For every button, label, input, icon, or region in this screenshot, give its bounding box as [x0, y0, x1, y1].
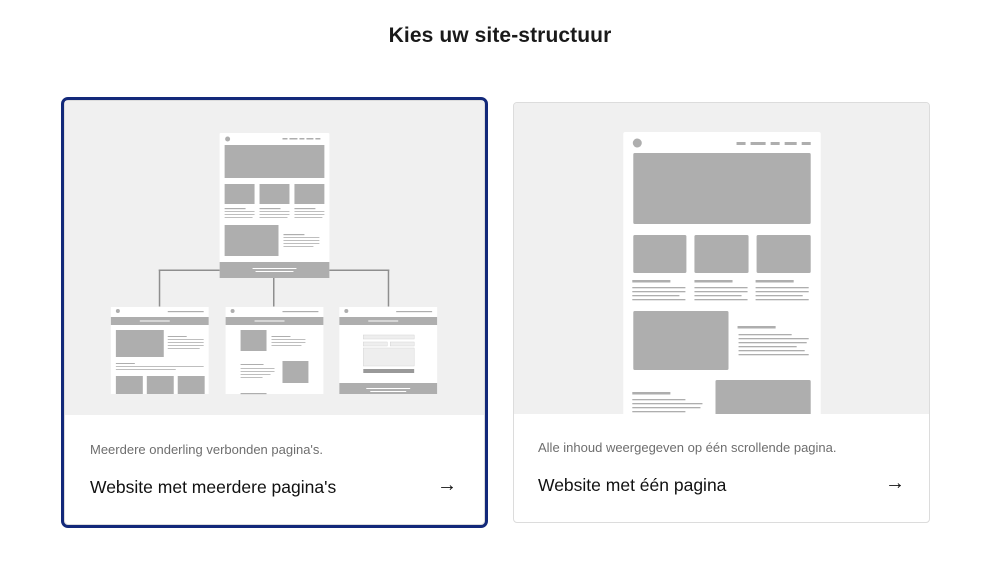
- single-page-wireframe-illustration: [514, 103, 929, 414]
- option-label: Website met meerdere pagina's: [90, 477, 337, 497]
- multi-page-wireframe-illustration: [65, 101, 484, 415]
- option-description: Alle inhoud weergegeven op één scrollend…: [538, 440, 837, 455]
- page-title: Kies uw site-structuur: [388, 24, 612, 47]
- arrow-right-icon[interactable]: →: [885, 472, 905, 494]
- option-card-single-page[interactable]: Alle inhoud weergegeven op één scrollend…: [513, 102, 930, 523]
- option-label: Website met één pagina: [538, 475, 727, 495]
- arrow-right-icon[interactable]: →: [437, 474, 457, 496]
- option-card-multi-page[interactable]: Meerdere onderling verbonden pagina's. W…: [61, 97, 488, 528]
- option-description: Meerdere onderling verbonden pagina's.: [90, 442, 324, 457]
